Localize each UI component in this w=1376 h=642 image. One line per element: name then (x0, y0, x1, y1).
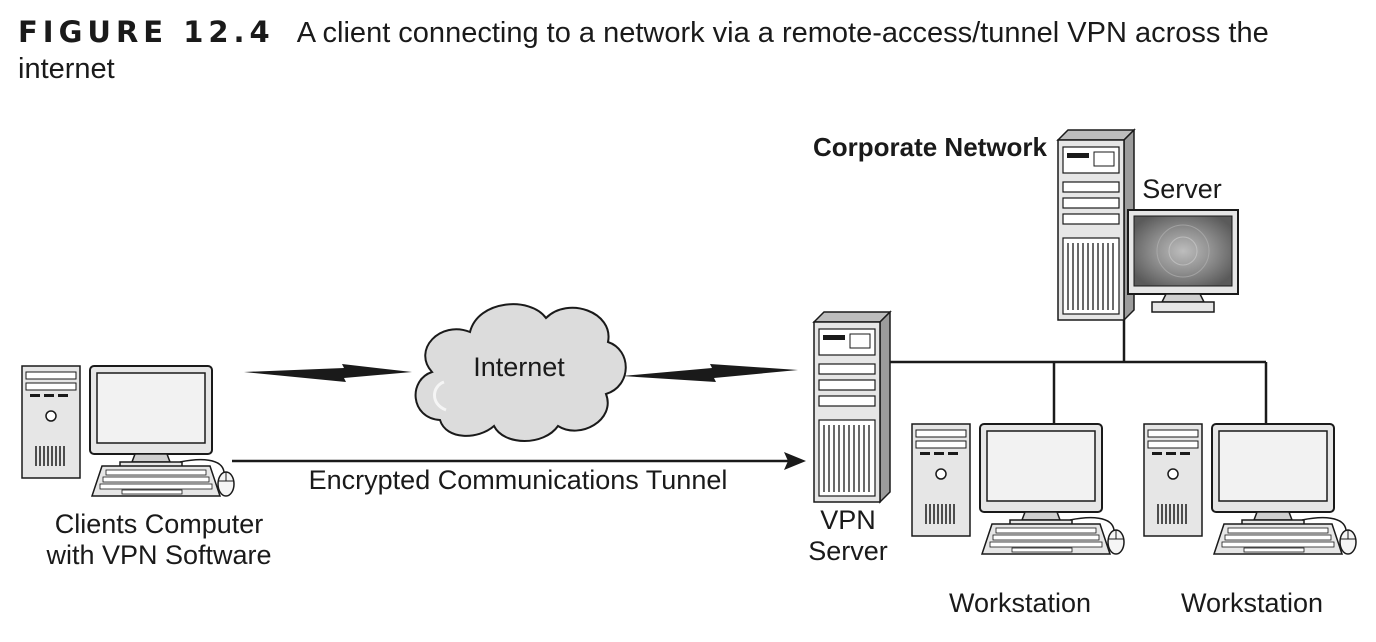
workstation-2-icon (1143, 423, 1357, 555)
vpn-label-line-2: Server (808, 536, 888, 566)
workstation-1-icon (911, 423, 1125, 555)
figure-caption-text: A client connecting to a network via a r… (18, 17, 1269, 85)
figure-number: FIGURE 12.4 (18, 15, 275, 49)
corporate-network-bus (890, 296, 1268, 424)
lightning-bolt-left-icon (244, 364, 412, 382)
tunnel-label: Encrypted Communications Tunnel (309, 465, 728, 495)
vpn-label-line-1: VPN (820, 505, 876, 535)
internet-label: Internet (473, 352, 565, 382)
server-label: Server (1142, 174, 1222, 204)
workstation-2-label: Workstation (1181, 588, 1323, 618)
corporate-server-icon (1057, 129, 1239, 321)
client-computer-icon (21, 365, 235, 497)
client-label-line-2: with VPN Software (45, 540, 271, 570)
client-label-line-1: Clients Computer (55, 509, 264, 539)
corporate-network-label: Corporate Network (813, 132, 1048, 162)
workstation-1-label: Workstation (949, 588, 1091, 618)
tunnel-arrowhead-icon (784, 452, 806, 470)
vpn-server-icon (813, 311, 891, 503)
internet-cloud-icon (414, 303, 627, 442)
lightning-bolt-right-icon (622, 364, 798, 382)
